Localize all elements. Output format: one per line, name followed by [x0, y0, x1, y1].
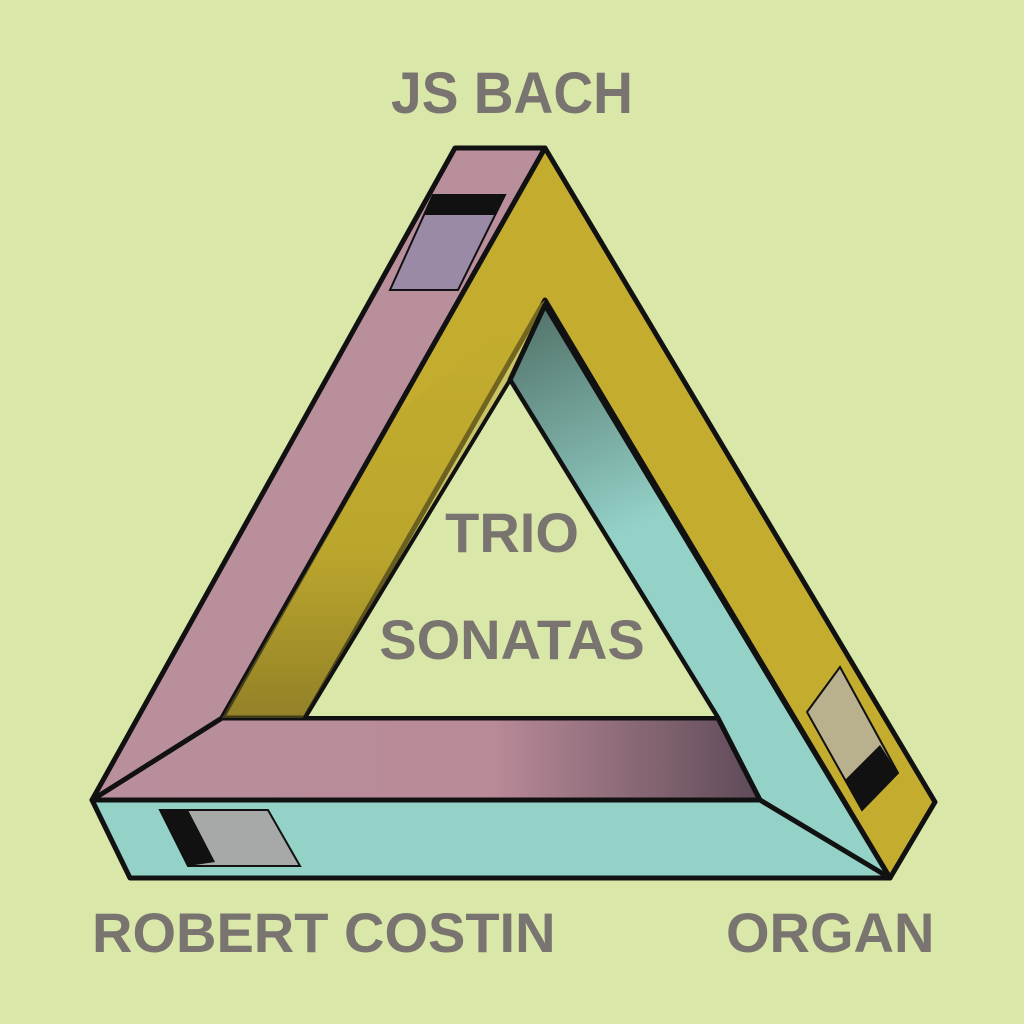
title-line-1: TRIO — [445, 501, 579, 564]
title-line-2: SONATAS — [379, 608, 645, 671]
instrument-label: ORGAN — [726, 901, 935, 964]
performer-name: ROBERT COSTIN — [92, 901, 556, 964]
composer-name: JS BACH — [391, 61, 633, 126]
